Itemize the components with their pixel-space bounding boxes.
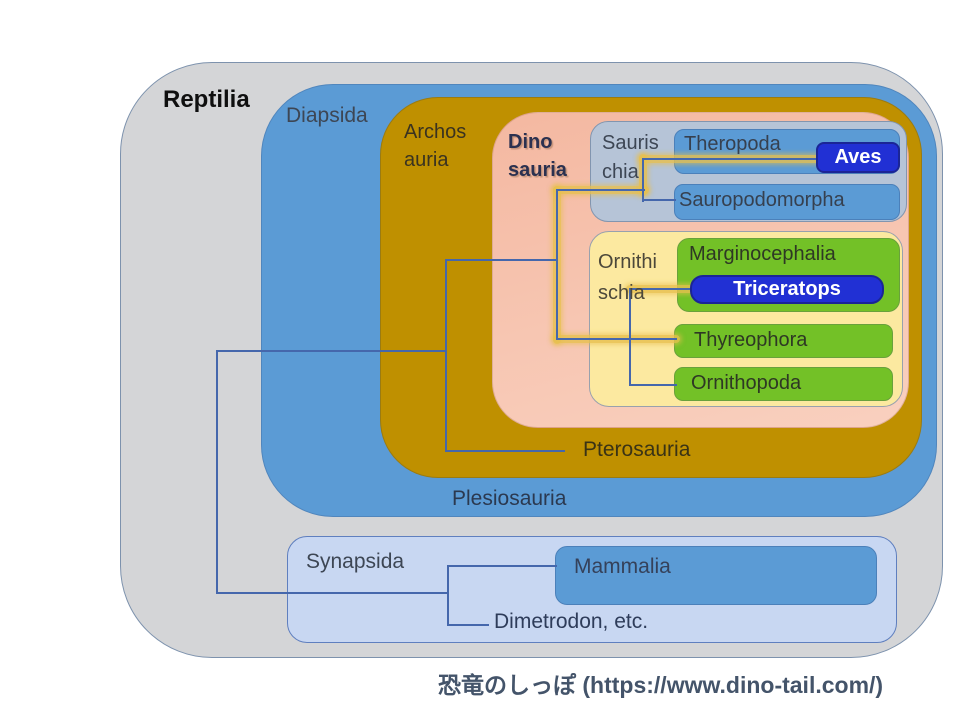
pterosauria-label: Pterosauria — [583, 438, 691, 461]
edge-to-ornithischia — [556, 338, 677, 340]
mammalia-box — [555, 546, 877, 605]
mammalia-label: Mammalia — [574, 555, 671, 578]
edge-to-ornithopoda — [629, 384, 677, 386]
sauropodomorpha-box — [674, 184, 900, 220]
ornithopoda-box — [674, 367, 893, 401]
edge-synapsida-node — [447, 566, 449, 626]
triceratops-label: Triceratops — [733, 278, 841, 300]
triceratops-badge: Triceratops — [690, 275, 884, 304]
theropoda-label: Theropoda — [684, 133, 781, 155]
edge-saurischia-node — [642, 158, 644, 202]
synapsida-label: Synapsida — [306, 550, 405, 573]
archosauria-label: Archos auria — [404, 121, 467, 171]
edge-to-sauropodomorpha — [642, 199, 676, 201]
edge-archosauria-node — [445, 260, 447, 452]
edge-to-saurischia — [556, 189, 645, 191]
dinosauria-label: Dino sauria — [508, 131, 567, 181]
diapsida-label: Diapsida — [286, 104, 368, 127]
ornithischia-label: Ornithi schia — [598, 251, 657, 304]
sauropodomorpha-label: Sauropodomorpha — [679, 189, 845, 211]
plesiosauria-label: Plesiosauria — [452, 487, 567, 510]
edge-to-triceratops — [629, 288, 692, 290]
edge-theropoda-to-aves — [642, 158, 818, 160]
edge-root-vertical — [216, 351, 218, 594]
edge-ornithischia-node — [629, 289, 631, 386]
edge-root-to-synapsida — [216, 592, 449, 594]
site-credit-label: 恐竜のしっぽ (https://www.dino-tail.com/) — [438, 672, 884, 698]
aves-badge: Aves — [816, 142, 900, 173]
thyreophora-box — [674, 324, 893, 358]
edge-to-mammalia — [447, 565, 557, 567]
edge-root-to-diapsida — [216, 350, 447, 352]
edge-to-dimetrodon — [447, 624, 489, 626]
thyreophora-label: Thyreophora — [694, 329, 808, 351]
marginocephalia-label: Marginocephalia — [689, 243, 836, 265]
edge-to-pterosauria — [445, 450, 565, 452]
edge-to-dinosauria — [445, 259, 558, 261]
reptilia-label: Reptilia — [163, 86, 250, 113]
saurischia-label: Sauris chia — [602, 132, 659, 183]
dimetrodon-label: Dimetrodon, etc. — [494, 610, 649, 633]
edge-dinosauria-node — [556, 190, 558, 340]
aves-label: Aves — [834, 146, 882, 168]
ornithopoda-label: Ornithopoda — [691, 372, 802, 394]
